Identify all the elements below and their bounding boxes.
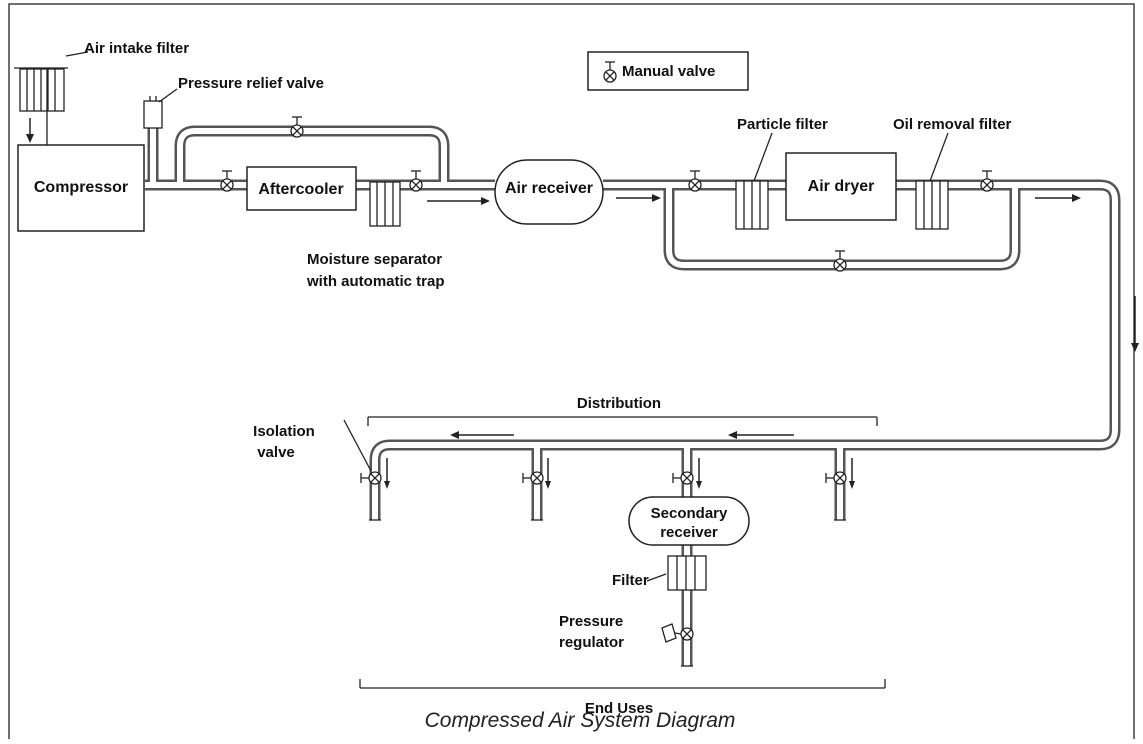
pressure-regulator-icon — [661, 623, 682, 643]
diagram-border — [8, 3, 1135, 744]
air-intake-filter-label: Air intake filter — [84, 40, 189, 57]
isolation-valve-icon — [522, 471, 544, 485]
moisture-separator-label-1: Moisture separator — [307, 251, 442, 268]
secondary-receiver-label-1: Secondary — [651, 505, 728, 522]
valve-dryer-inlet-icon — [688, 170, 702, 192]
air-dryer-label: Air dryer — [808, 178, 875, 195]
moisture-separator-label-2: with automatic trap — [306, 273, 445, 290]
air-dryer-box — [785, 152, 897, 221]
valve-separator-outlet-icon — [409, 170, 423, 192]
moisture-separator-icon — [369, 181, 401, 227]
end-uses-bracket — [359, 679, 886, 689]
flow-arrow-icon — [728, 431, 794, 439]
aftercooler-label: Aftercooler — [258, 181, 343, 198]
flow-arrow-icon — [384, 458, 855, 489]
pressure-regulator-valve-icon — [680, 627, 694, 641]
oil-removal-filter-icon — [915, 180, 949, 230]
secondary-receiver-label-2: receiver — [660, 524, 718, 541]
manual-valve-legend-label: Manual valve — [622, 63, 715, 80]
valve-aftercooler-bypass-icon — [290, 116, 304, 138]
manual-valve-legend — [587, 51, 749, 91]
flow-arrow-icon — [616, 194, 661, 202]
distribution-label: Distribution — [577, 395, 661, 412]
distribution-bracket — [367, 416, 878, 426]
end-use-filter-icon — [667, 555, 707, 591]
isolation-valve-label-2: valve — [257, 444, 295, 461]
valve-dryer-outlet-icon — [980, 170, 994, 192]
flow-arrow-icon — [427, 197, 490, 205]
particle-filter-icon — [735, 180, 769, 230]
isolation-valve-icon — [672, 471, 694, 485]
isolation-valve-icon — [360, 471, 382, 485]
compressor-label: Compressor — [34, 179, 128, 196]
diagram-title: Compressed Air System Diagram — [425, 709, 736, 732]
filter-label: Filter — [612, 572, 649, 589]
isolation-valve-icon — [825, 471, 847, 485]
flow-arrow-icon — [1131, 296, 1139, 352]
end-uses-label: End Uses — [585, 700, 653, 717]
air-intake-filter-icon — [14, 67, 68, 143]
air-receiver-tank — [494, 159, 604, 225]
pressure-regulator-label-2: regulator — [559, 634, 624, 651]
particle-filter-label: Particle filter — [737, 116, 828, 133]
pressure-regulator-label-1: Pressure — [559, 613, 623, 630]
isolation-valve-label-1: Isolation — [253, 423, 315, 440]
pressure-relief-valve-icon — [143, 100, 163, 129]
valve-dryer-bypass-icon — [833, 250, 847, 272]
secondary-receiver-tank — [628, 496, 750, 546]
valve-aftercooler-inlet-icon — [220, 170, 234, 192]
aftercooler-box — [246, 166, 357, 211]
pressure-relief-valve-label: Pressure relief valve — [178, 75, 324, 92]
flow-arrow-icon — [1035, 194, 1081, 202]
compressor-box — [17, 144, 145, 232]
oil-removal-filter-label: Oil removal filter — [893, 116, 1012, 133]
air-receiver-label: Air receiver — [505, 180, 593, 197]
flow-arrow-icon — [450, 431, 514, 439]
